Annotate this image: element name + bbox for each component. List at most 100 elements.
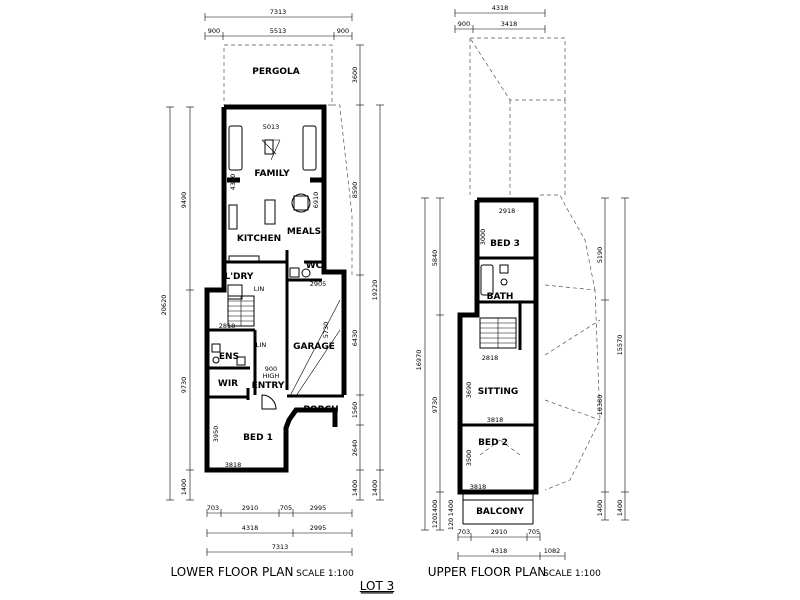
- dim-upper-left-3: 9730: [431, 397, 439, 414]
- dim-lower-right-8: 1400: [371, 480, 379, 497]
- upper-roof-outline: [469, 37, 601, 491]
- dim-upper-left-2: 16970: [415, 350, 423, 371]
- upper-walls: [457, 197, 539, 495]
- dim-lower-bottom-3: 705: [280, 504, 292, 512]
- dim-upper-left-5: 120: [431, 516, 439, 528]
- dim-upper-top-overall: 4318: [492, 4, 509, 12]
- lower-walls: [204, 104, 347, 473]
- dim-bed2-width: 3818: [470, 483, 487, 491]
- dim-lower-top-right: 900: [337, 27, 349, 35]
- dim-bed3-width: 2918: [499, 207, 516, 215]
- dim-lower-left-1: 9490: [180, 192, 188, 209]
- room-label-kitchen: KITCHEN: [237, 234, 281, 244]
- dim-upper-bottom-5: 1082: [544, 547, 561, 555]
- dim-family-width: 5013: [263, 123, 280, 131]
- dim-upper-right-4: 1400: [596, 500, 604, 517]
- dim-upper-left-7: 120: [447, 518, 455, 530]
- room-label-bed2: BED 2: [478, 438, 508, 448]
- dim-upper-right-5: 1400: [616, 500, 624, 517]
- dim-lower-bottom-6: 2995: [310, 524, 327, 532]
- dim-sitting-height: 3690: [465, 382, 473, 399]
- dim-upper-top-left: 900: [458, 20, 470, 28]
- dim-lower-bottom-1: 703: [207, 504, 219, 512]
- dim-upper-left-1: 5840: [431, 250, 439, 267]
- dim-lower-right-3: 19220: [371, 280, 379, 301]
- room-label-linen-2: LIN: [256, 341, 267, 349]
- note-900: 900: [265, 365, 277, 373]
- lower-furniture: 5013 4300 6910 2818: [211, 123, 341, 469]
- dim-lower-right-4: 6430: [351, 330, 359, 347]
- dim-family-height: 4300: [229, 174, 237, 191]
- room-label-bath: BATH: [487, 292, 514, 302]
- dim-lower-right-7: 1400: [351, 480, 359, 497]
- dim-lower-top-left: 900: [208, 27, 220, 35]
- room-label-meals: MEALS: [287, 227, 321, 237]
- dim-wc-width: 2905: [310, 280, 327, 288]
- room-label-balcony: BALCONY: [476, 507, 524, 517]
- lower-floor-plan-scale: SCALE 1:100: [296, 569, 354, 579]
- room-label-porch: PORCH: [303, 405, 338, 415]
- dim-lower-bottom-7: 7313: [272, 543, 289, 551]
- upper-stairs: [479, 317, 517, 349]
- dim-lower-bottom-5: 4318: [242, 524, 259, 532]
- room-label-ensuite: ENS: [219, 352, 239, 362]
- upper-floor-plan-title: UPPER FLOOR PLAN: [428, 565, 547, 579]
- upper-floor-plan-scale: SCALE 1:100: [543, 569, 601, 579]
- dim-lower-right-2: 8590: [351, 182, 359, 199]
- upper-left-dimensions: 5840 16970 9730 1400 120 1400 120: [415, 197, 455, 531]
- upper-bottom-dimensions: 703 2910 705 4318 1082: [457, 528, 566, 560]
- room-label-garage: GARAGE: [293, 342, 335, 352]
- upper-right-dimensions: 5190 15570 10380 1400 1400: [596, 197, 629, 521]
- dim-upper-right-3: 10380: [596, 395, 604, 416]
- dim-upper-right-2: 15570: [616, 335, 624, 356]
- lower-right-dimensions: 3600 8590 19220 6430 1560 2640 1400 1400: [351, 44, 384, 501]
- dim-upper-bottom-1: 703: [458, 528, 470, 536]
- dim-garage-height: 5730: [322, 322, 330, 339]
- lower-left-dimensions: 9490 20620 9730 1400: [160, 106, 194, 501]
- room-label-bed3: BED 3: [490, 239, 520, 249]
- lot-label: LOT 3: [360, 579, 394, 593]
- lower-stairs: [227, 295, 255, 327]
- room-label-sitting: SITTING: [478, 387, 519, 397]
- dim-upper-bottom-2: 2910: [491, 528, 508, 536]
- room-label-laundry: L'DRY: [225, 272, 254, 282]
- dim-sitting-width: 3818: [487, 416, 504, 424]
- dim-upper-top-mid: 3418: [501, 20, 518, 28]
- dim-lower-left-4: 1400: [180, 479, 188, 496]
- upper-top-dimensions: 4318 900 3418: [454, 4, 546, 33]
- dim-upper-left-6: 1400: [447, 500, 455, 517]
- room-label-entry: ENTRY: [252, 381, 285, 391]
- room-label-pergola: PERGOLA: [252, 67, 299, 77]
- note-high: HIGH: [263, 372, 280, 380]
- dim-lower-stair-width: 2818: [219, 322, 236, 330]
- dim-lower-right-5: 1560: [351, 402, 359, 419]
- dim-lower-left-3: 9730: [180, 377, 188, 394]
- room-label-linen-1: LIN: [254, 285, 265, 293]
- dim-upper-left-4: 1400: [431, 500, 439, 517]
- upper-room-labels: BED 3 BATH SITTING BED 2 BALCONY: [476, 239, 524, 517]
- upper-details: 2918 3000 2818 3690 3818 3500 3818: [462, 207, 534, 525]
- room-label-wir: WIR: [218, 379, 238, 389]
- dim-lower-bottom-4: 2995: [310, 504, 327, 512]
- upper-floor-plan: 4318 900 3418: [415, 4, 629, 579]
- dim-meals-height: 6910: [312, 192, 320, 209]
- lower-top-dimensions: 7313 900 5513 900: [204, 8, 353, 40]
- dim-upper-bottom-4: 4318: [491, 547, 508, 555]
- dim-bed2-height: 3500: [465, 450, 473, 467]
- room-label-family: FAMILY: [254, 169, 290, 179]
- dim-upper-bottom-3: 705: [528, 528, 540, 536]
- room-label-wc: WC: [306, 261, 323, 271]
- dim-lower-top-overall: 7313: [270, 8, 287, 16]
- dim-bed1-width: 3818: [225, 461, 242, 469]
- dim-upper-right-1: 5190: [596, 247, 604, 264]
- lower-pergola: PERGOLA: [223, 44, 353, 275]
- room-label-bed1: BED 1: [243, 433, 273, 443]
- dim-bed3-height: 3000: [479, 229, 487, 246]
- lower-bottom-dimensions: 703 2910 705 2995 4318 2995 7313: [206, 504, 353, 556]
- lower-floor-plan: 7313 900 5513 900 PERGOLA: [160, 8, 384, 579]
- dim-lower-left-2: 20620: [160, 295, 168, 316]
- dim-lower-top-mid: 5513: [270, 27, 287, 35]
- dim-lower-right-1: 3600: [351, 67, 359, 84]
- dim-upper-stair-width: 2818: [482, 354, 499, 362]
